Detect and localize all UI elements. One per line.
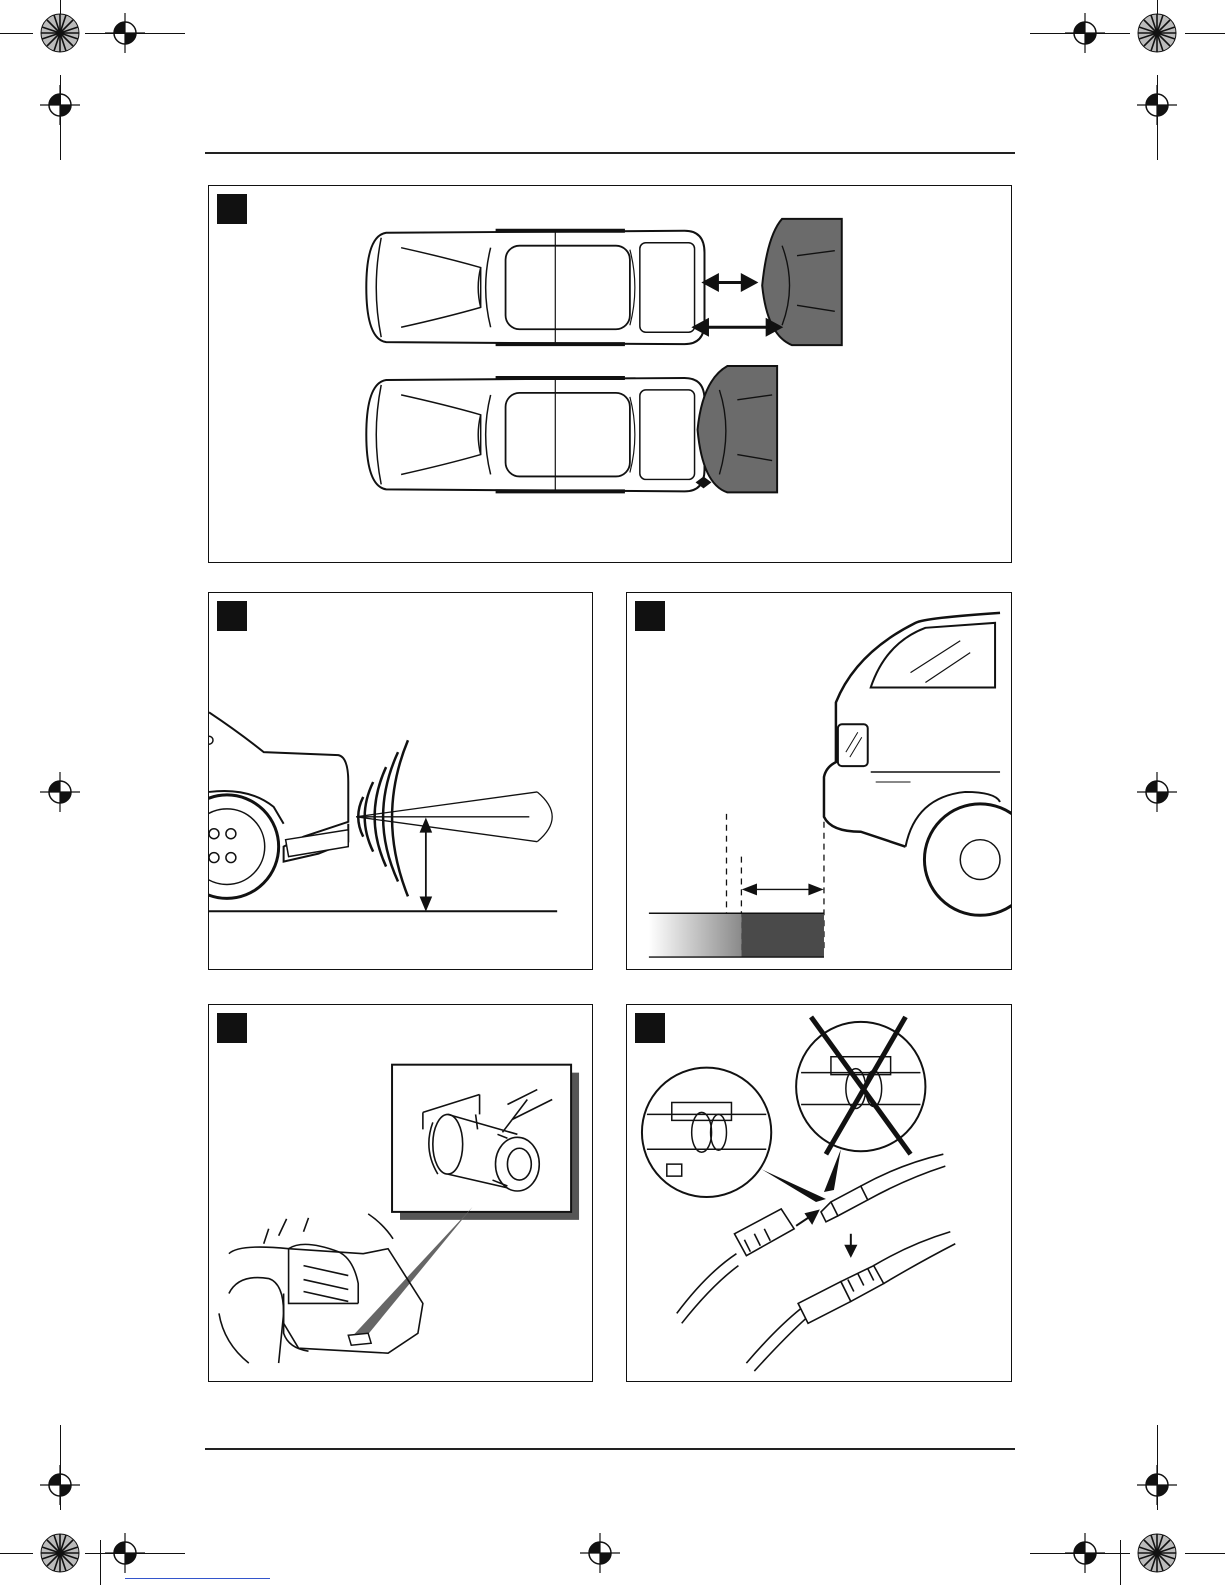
figure-5-illustration xyxy=(627,1005,1011,1381)
figure-1-panel xyxy=(208,185,1012,563)
detection-cone xyxy=(356,792,552,842)
figure-5-panel xyxy=(626,1004,1012,1382)
detail-correct xyxy=(642,1068,771,1197)
footer-link-underline xyxy=(125,1578,270,1579)
figure-2-panel xyxy=(208,592,593,970)
footer-rule xyxy=(205,1448,1015,1450)
color-target-icon xyxy=(1138,14,1176,52)
figure-3-panel xyxy=(626,592,1012,970)
color-target-icon xyxy=(1138,1534,1176,1572)
figure-3-illustration xyxy=(627,593,1011,969)
header-rule xyxy=(205,152,1015,154)
height-arrow xyxy=(421,820,431,910)
color-target-icon xyxy=(41,1534,79,1572)
detail-box xyxy=(392,1065,571,1212)
zone-arrow xyxy=(743,884,822,894)
color-target-icon xyxy=(41,14,79,52)
zone-detection xyxy=(741,913,824,957)
figure-4-panel xyxy=(208,1004,593,1382)
figure-2-illustration xyxy=(209,593,592,969)
callout-beam xyxy=(353,1207,472,1340)
figure-1-illustration xyxy=(209,186,1011,562)
obstacle-lower xyxy=(698,366,778,492)
zone-near-fade xyxy=(649,913,742,957)
figure-4-illustration xyxy=(209,1005,592,1381)
